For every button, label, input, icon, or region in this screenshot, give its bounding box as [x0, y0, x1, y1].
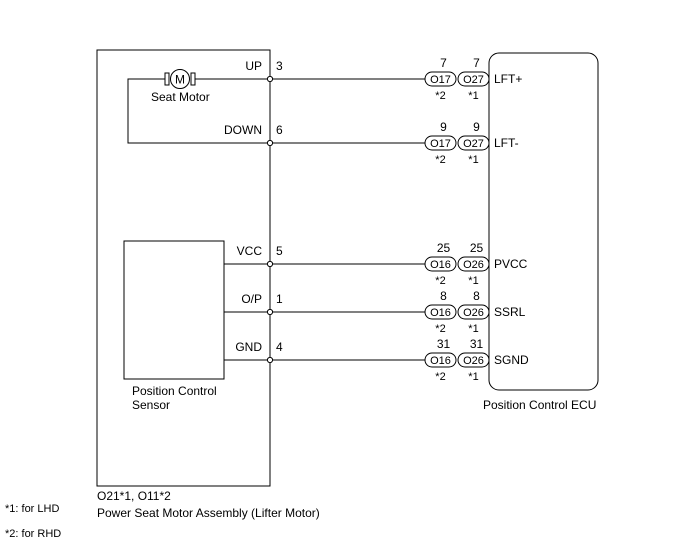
connector-pin-b: 25	[470, 241, 484, 255]
connector-name-b: O27	[463, 74, 484, 86]
connector-pin-a: 8	[440, 289, 447, 303]
connector-note-b: *1	[468, 323, 478, 335]
connector-pin-b: 7	[473, 56, 480, 70]
pin-junction	[266, 139, 274, 147]
note-lhd: *1: for LHD	[5, 503, 59, 515]
wire-signal-label: O/P	[241, 292, 262, 306]
pin-junction	[266, 260, 274, 268]
connector-name-a: O16	[430, 259, 451, 271]
connector-pin-a: 9	[440, 120, 447, 134]
connector-note-a: *2	[435, 154, 445, 166]
ecu-terminal-label: LFT-	[494, 136, 519, 150]
note-rhd: *2: for RHD	[5, 528, 61, 540]
connector-note-b: *1	[468, 154, 478, 166]
seat-motor-symbol: M	[164, 69, 196, 89]
connector-note-b: *1	[468, 90, 478, 102]
wire-signal-label: VCC	[237, 244, 263, 258]
connector-note-b: *1	[468, 371, 478, 383]
connector-note-a: *2	[435, 323, 445, 335]
ecu-terminal-label: SSRL	[494, 305, 526, 319]
connector-pill-b	[457, 71, 490, 87]
connector-pill-b	[457, 304, 490, 320]
assembly-pin-number: 1	[276, 292, 283, 306]
connector-name-a: O16	[430, 355, 451, 367]
connector-pill-b	[457, 352, 490, 368]
connector-pill-a	[424, 304, 457, 320]
assembly-name-label: Power Seat Motor Assembly (Lifter Motor)	[97, 506, 320, 520]
pin-junction	[266, 308, 274, 316]
sensor-label-line1: Position Control	[132, 384, 217, 398]
connector-pin-a: 25	[437, 241, 451, 255]
connector-note-a: *2	[435, 90, 445, 102]
connector-pill-a	[424, 71, 457, 87]
connector-pill-a	[424, 352, 457, 368]
connector-note-a: *2	[435, 371, 445, 383]
pin-junction	[266, 75, 274, 83]
sensor-label-line2: Sensor	[132, 398, 170, 412]
assembly-pin-number: 3	[276, 59, 283, 73]
assembly-connector-label: O21*1, O11*2	[97, 489, 171, 503]
ecu-terminal-label: SGND	[494, 353, 529, 367]
ecu-label: Position Control ECU	[483, 398, 596, 412]
assembly-pin-number: 6	[276, 123, 283, 137]
connector-note-a: *2	[435, 275, 445, 287]
connector-name-b: O26	[463, 259, 484, 271]
connector-name-b: O27	[463, 138, 484, 150]
connector-pill-a	[424, 256, 457, 272]
wire-signal-label: DOWN	[224, 123, 262, 137]
connector-pill-b	[457, 135, 490, 151]
connector-name-a: O17	[430, 74, 451, 86]
ecu-terminal-label: LFT+	[494, 72, 522, 86]
connector-note-b: *1	[468, 275, 478, 287]
connector-name-a: O17	[430, 138, 451, 150]
connector-pin-a: 31	[437, 337, 451, 351]
sensor-box	[123, 240, 225, 380]
motor-symbol-letter: M	[175, 73, 185, 87]
connector-pin-b: 8	[473, 289, 480, 303]
wire-signal-label: GND	[235, 340, 262, 354]
assembly-pin-number: 4	[276, 340, 283, 354]
seat-motor-label: Seat Motor	[151, 90, 210, 104]
assembly-pin-number: 5	[276, 244, 283, 258]
connector-name-b: O26	[463, 307, 484, 319]
pin-junction	[266, 356, 274, 364]
connector-name-b: O26	[463, 355, 484, 367]
connector-name-a: O16	[430, 307, 451, 319]
connector-pill-b	[457, 256, 490, 272]
connector-pin-a: 7	[440, 56, 447, 70]
connector-pin-b: 9	[473, 120, 480, 134]
motor-loop-wire	[127, 78, 270, 144]
connector-pill-a	[424, 135, 457, 151]
ecu-terminal-label: PVCC	[494, 257, 528, 271]
motor-assembly-box	[96, 49, 271, 487]
ecu-box	[488, 52, 599, 391]
connector-pin-b: 31	[470, 337, 484, 351]
wire-signal-label: UP	[245, 59, 262, 73]
